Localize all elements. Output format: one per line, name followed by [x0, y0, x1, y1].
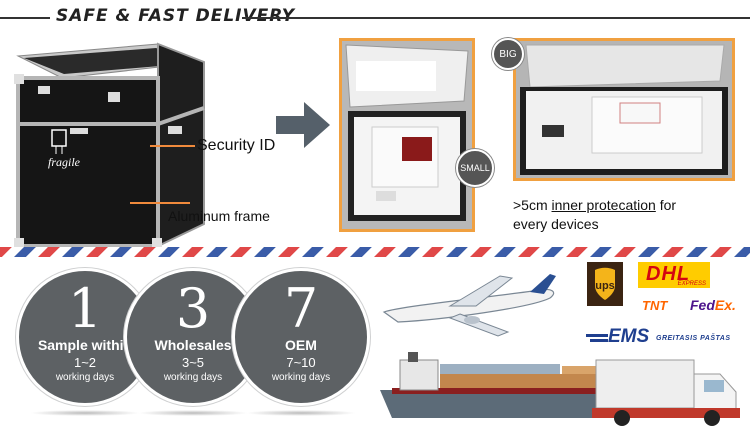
aluminum-case-image: fragile — [8, 38, 208, 253]
fedex-logo-icon: FedEx. — [690, 297, 736, 313]
step-label: OEM — [285, 337, 317, 353]
step-number: 7 — [283, 277, 319, 340]
note-suffix: for — [655, 197, 677, 213]
airplane-icon — [380, 272, 560, 347]
security-id-pointer — [150, 145, 195, 147]
dhl-logo-icon: DHL EXPRESS — [638, 262, 710, 288]
delivery-truck-icon — [592, 356, 742, 433]
header-line-left — [0, 17, 50, 19]
step-unit: working days — [163, 372, 223, 383]
circle-shadow — [30, 410, 140, 416]
step-circle-sample: 1 Sample within 1~2 working days — [16, 268, 154, 406]
frame-pointer — [130, 202, 190, 204]
arrow-right-icon — [276, 100, 332, 155]
step-label: Wholesales — [154, 337, 232, 353]
aluminum-frame-label: Aluminum frame — [168, 208, 270, 224]
ups-logo-icon: ups — [587, 262, 623, 306]
ups-text: ups — [595, 280, 615, 292]
tnt-logo-icon: TNT — [642, 298, 667, 313]
section-header: SAFE & FAST DELIVERY — [0, 0, 750, 36]
protection-note: >5cm inner protecation for every devices — [513, 196, 733, 234]
step-range: 3~5 — [181, 355, 205, 370]
step-number: 3 — [175, 277, 211, 340]
small-badge: SMALL — [456, 149, 494, 187]
step-circle-oem: 7 OEM 7~10 working days — [232, 268, 370, 406]
dhl-sub-text: EXPRESS — [677, 281, 706, 287]
note-line2: every devices — [513, 216, 599, 232]
fedex-ex-text: Ex. — [714, 297, 736, 313]
header-line-right — [242, 17, 750, 19]
big-case-photo — [513, 38, 735, 181]
airmail-divider — [0, 244, 750, 257]
cargo-ship-icon — [380, 352, 630, 427]
page-title: SAFE & FAST DELIVERY — [56, 6, 296, 26]
ems-logo-icon: EMS GREITASIS PAŠTAS — [586, 326, 736, 348]
note-underlined: inner protecation — [551, 197, 656, 213]
dhl-text: DHL — [646, 263, 691, 285]
fragile-text: fragile — [48, 155, 81, 169]
ems-text: EMS — [608, 326, 650, 347]
circle-shadow — [246, 410, 356, 416]
step-range: 7~10 — [286, 355, 316, 370]
step-range: 1~2 — [73, 355, 97, 370]
fedex-fed-text: Fed — [690, 297, 715, 313]
tnt-text: TNT — [642, 298, 668, 313]
note-prefix: >5cm — [513, 197, 552, 213]
step-unit: working days — [55, 372, 115, 383]
security-id-label: Security ID — [197, 137, 276, 154]
step-label: Sample within — [37, 337, 133, 353]
step-unit: working days — [271, 372, 331, 383]
step-number: 1 — [67, 277, 103, 340]
ems-sub-text: GREITASIS PAŠTAS — [656, 335, 731, 342]
small-case-photo — [339, 38, 475, 232]
circle-shadow — [138, 410, 248, 416]
big-badge: BIG — [492, 38, 524, 70]
